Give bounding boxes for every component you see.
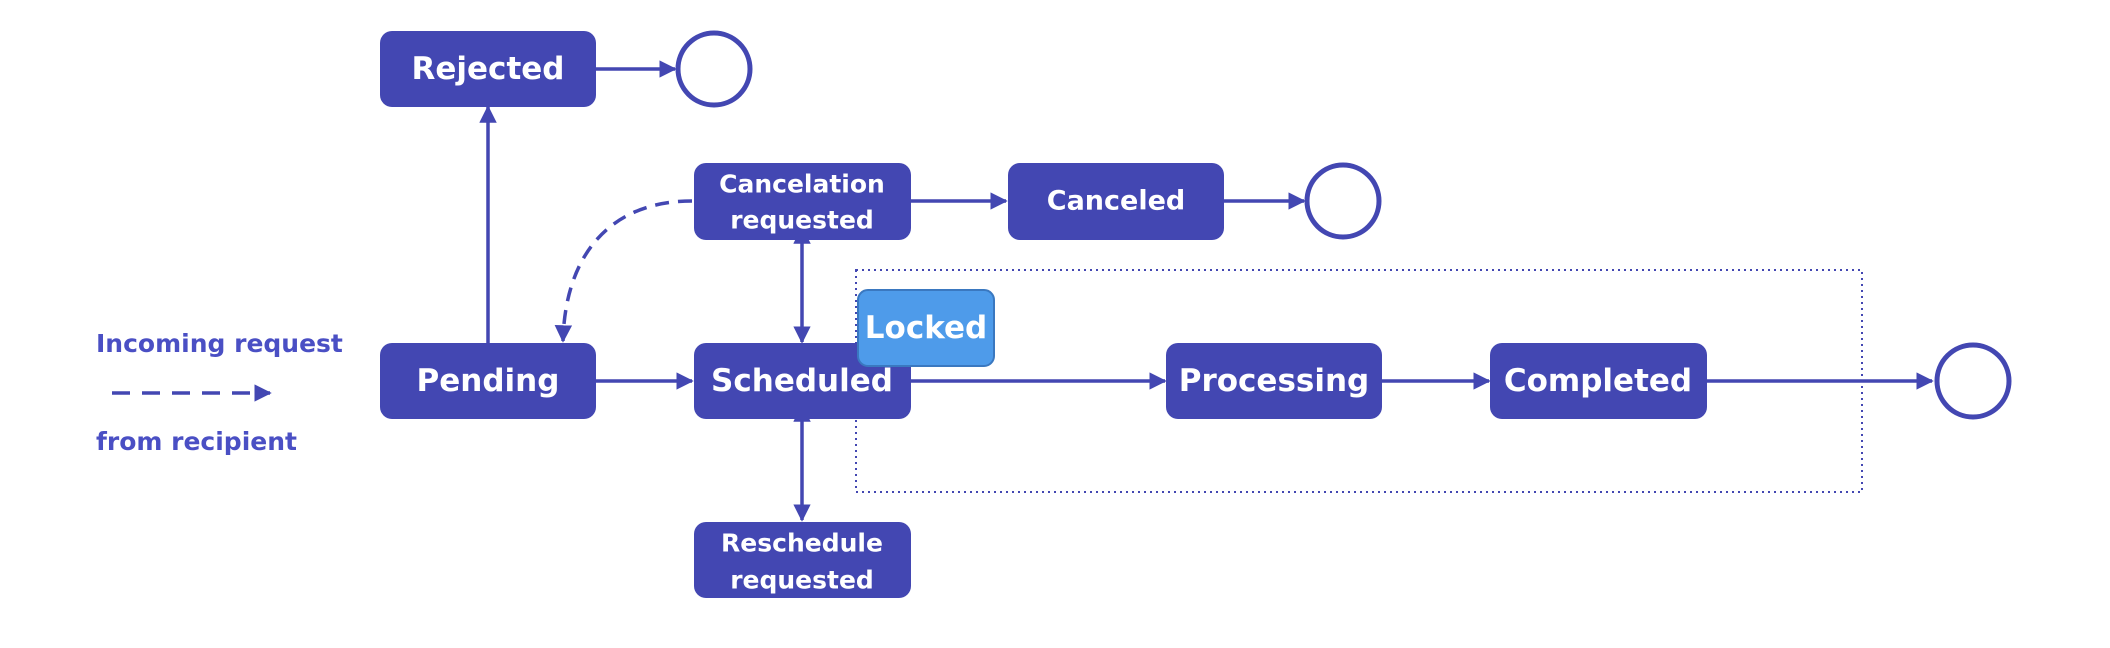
state-cancelation-label-line2: requested [730,206,874,235]
state-completed: Completed [1490,343,1707,419]
legend-line2: from recipient [96,427,297,456]
state-completed-label: Completed [1504,363,1692,399]
end-state-canceled [1304,162,1382,240]
state-processing: Processing [1166,343,1382,419]
locked-badge: Locked [857,289,995,367]
edge-dashed-incoming-request [554,199,693,343]
state-cancelation-label-line1: Cancelation [719,170,885,199]
state-processing-label: Processing [1179,363,1370,399]
state-canceled-label: Canceled [1047,186,1185,217]
end-state-completed [1934,342,2012,420]
legend: Incoming request from recipient [96,329,343,456]
state-cancelation-requested: Cancelation requested [694,163,911,240]
state-rejected: Rejected [380,31,596,107]
state-scheduled-label: Scheduled [711,363,893,399]
locked-label: Locked [865,310,987,346]
legend-line1: Incoming request [96,329,343,358]
state-reschedule-label-line2: requested [730,566,874,595]
end-state-rejected [675,30,753,108]
state-reschedule-label-line1: Reschedule [721,529,883,558]
state-pending: Pending [380,343,596,419]
state-pending-label: Pending [417,363,560,399]
state-scheduled: Scheduled [694,343,911,419]
state-reschedule-requested: Reschedule requested [694,522,911,598]
state-rejected-label: Rejected [412,51,565,87]
state-canceled: Canceled [1008,163,1224,240]
